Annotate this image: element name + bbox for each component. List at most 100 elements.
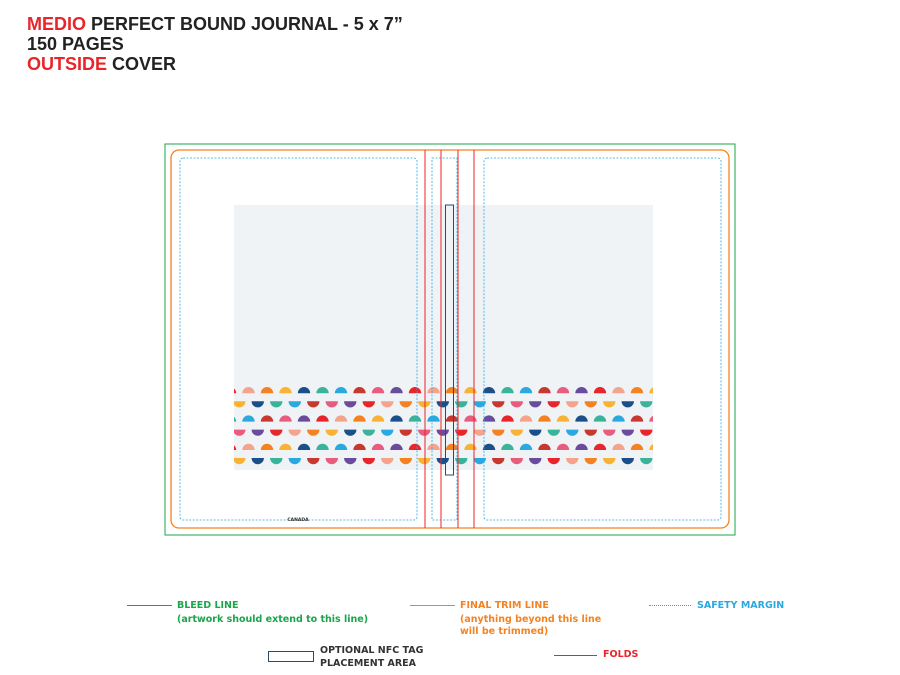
pattern-half-circle — [381, 429, 394, 436]
pattern-half-circle — [575, 443, 588, 450]
pattern-half-circle — [325, 458, 338, 465]
pattern-half-circle — [510, 429, 523, 436]
safety-margin-front — [483, 157, 722, 521]
pattern-half-circle — [519, 387, 533, 394]
pattern-half-circle — [445, 415, 459, 422]
legend-folds-label: FOLDS — [603, 649, 639, 660]
pattern-half-circle — [510, 458, 523, 465]
pattern-half-circle — [566, 429, 579, 436]
legend-nfc-label-2: PLACEMENT AREA — [320, 658, 417, 669]
pattern-half-circle — [593, 387, 607, 394]
pattern-half-circle — [464, 472, 476, 478]
pattern-half-circle — [279, 415, 292, 422]
pattern-half-circle — [270, 458, 283, 465]
pattern-half-circle — [501, 415, 514, 422]
pattern-half-circle — [242, 387, 255, 394]
pattern-half-circle — [473, 401, 486, 408]
pattern-half-circle — [621, 401, 634, 408]
pattern-half-circle — [649, 472, 661, 478]
pattern-half-circle — [612, 472, 624, 478]
pattern-half-circle — [575, 472, 587, 478]
pattern-half-circle — [297, 415, 311, 422]
pattern-half-circle — [640, 458, 653, 465]
pattern-half-circle — [242, 443, 255, 450]
pattern-half-circle — [538, 387, 551, 394]
pattern-half-circle — [612, 443, 625, 450]
final-trim-line — [170, 149, 730, 529]
pattern-half-circle — [492, 401, 505, 408]
pattern-half-circle — [547, 401, 560, 408]
pattern-half-circle — [390, 415, 403, 422]
pattern-half-circle — [418, 429, 431, 436]
pattern-half-circle — [640, 401, 653, 408]
pattern-half-circle — [557, 472, 569, 478]
title-accent-outside: OUTSIDE — [27, 54, 108, 74]
pattern-half-circle — [547, 458, 560, 465]
pattern-half-circle — [242, 472, 254, 478]
pattern-half-circle — [621, 429, 634, 436]
pattern-half-circle — [234, 458, 246, 465]
pattern-half-circle — [556, 387, 570, 394]
pattern-half-circle — [307, 401, 320, 408]
pattern-half-circle — [547, 429, 560, 436]
pattern-half-circle — [630, 387, 644, 394]
artwork-pattern-band — [234, 387, 661, 478]
title-product-name: PERFECT BOUND JOURNAL - 5 x 7” — [86, 14, 403, 34]
pattern-half-circle — [270, 429, 283, 436]
pattern-half-circle — [316, 472, 328, 478]
pattern-half-circle — [242, 415, 255, 422]
pattern-half-circle — [649, 416, 653, 422]
pattern-half-circle — [260, 415, 274, 422]
pattern-half-circle — [408, 387, 422, 394]
pattern-half-circle — [630, 443, 644, 450]
pattern-half-circle — [483, 472, 495, 478]
pattern-half-circle — [371, 443, 385, 450]
nfc-tag-area — [445, 204, 454, 476]
pattern-half-circle — [344, 429, 357, 436]
pattern-half-circle — [427, 443, 440, 450]
pattern-half-circle — [538, 415, 551, 422]
pattern-half-circle — [251, 458, 264, 465]
pattern-half-circle — [307, 458, 320, 465]
pattern-half-circle — [603, 429, 616, 436]
pattern-half-circle — [408, 443, 422, 450]
pattern-half-circle — [473, 429, 486, 436]
legend-trim-label: FINAL TRIM LINE — [460, 600, 549, 611]
title-side-name: COVER — [107, 54, 177, 74]
title-line-product: MEDIO PERFECT BOUND JOURNAL - 5 x 7” — [27, 14, 403, 34]
pattern-half-circle — [418, 401, 431, 408]
legend-bleed-label: BLEED LINE — [177, 600, 239, 611]
title-accent-medio: MEDIO — [27, 14, 87, 34]
bleed-line — [164, 143, 736, 536]
pattern-half-circle — [261, 472, 273, 478]
page-title: MEDIO PERFECT BOUND JOURNAL - 5 x 7” 150… — [27, 14, 403, 74]
pattern-half-circle — [427, 415, 440, 422]
pattern-half-circle — [566, 401, 579, 408]
pattern-half-circle — [649, 444, 653, 450]
pattern-half-circle — [381, 458, 394, 465]
pattern-half-circle — [529, 401, 542, 408]
pattern-half-circle — [593, 415, 607, 422]
pattern-half-circle — [399, 401, 412, 408]
pattern-half-circle — [501, 387, 514, 394]
pattern-half-circle — [353, 443, 366, 450]
pattern-half-circle — [288, 429, 301, 436]
pattern-half-circle — [371, 415, 385, 422]
pattern-half-circle — [251, 429, 264, 436]
pattern-half-circle — [409, 472, 421, 478]
pattern-half-circle — [325, 429, 338, 436]
pattern-half-circle — [566, 458, 579, 465]
pattern-half-circle — [529, 429, 542, 436]
pattern-half-circle — [612, 415, 625, 422]
pattern-half-circle — [390, 443, 403, 450]
back-cover-mark: CANADA — [287, 517, 309, 523]
pattern-half-circle — [399, 458, 412, 465]
pattern-half-circle — [482, 387, 496, 394]
pattern-half-circle — [307, 429, 320, 436]
pattern-half-circle — [408, 415, 422, 422]
pattern-half-circle — [538, 443, 551, 450]
legend-safety-label: SAFETY MARGIN — [697, 600, 785, 611]
legend-nfc-label-1: OPTIONAL NFC TAG — [320, 645, 424, 656]
pattern-half-circle — [298, 472, 310, 478]
legend-trim-swatch — [410, 605, 455, 606]
